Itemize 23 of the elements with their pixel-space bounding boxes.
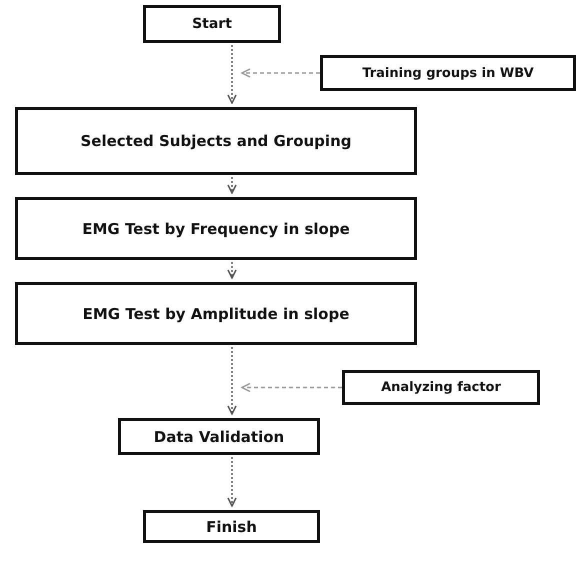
box-label: Start [192,16,232,32]
arrow [241,382,342,392]
box-label: Training groups in WBV [362,66,534,80]
process-box [15,107,417,175]
process-box [143,5,281,43]
process-box [118,418,320,455]
process-box [15,282,417,345]
box-label: Finish [206,518,257,536]
arrow [227,262,237,279]
process-box [342,370,540,405]
box-label: Selected Subjects and Grouping [80,132,352,150]
arrow [227,45,237,104]
arrow [227,177,237,194]
process-box [320,55,576,91]
arrow [227,347,237,415]
arrow [241,68,320,78]
box-label: Analyzing factor [381,380,501,395]
box-label: EMG Test by Amplitude in slope [82,304,350,322]
box-label: EMG Test by Frequency in slope [82,220,350,238]
process-box [143,510,320,543]
arrow [227,457,237,507]
box-label: Data Validation [154,428,284,446]
process-box [15,197,417,260]
